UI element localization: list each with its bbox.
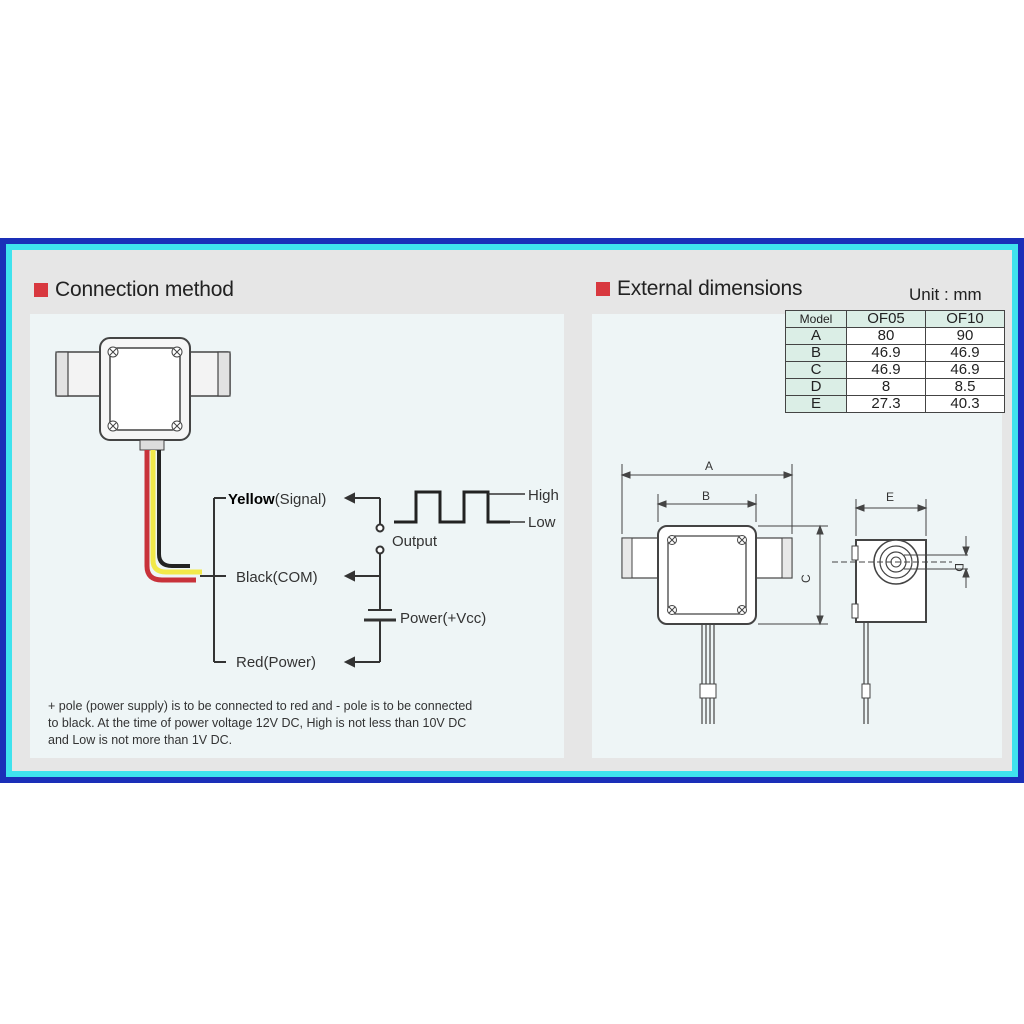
header-cell: OF10 [925,310,1005,328]
table-cell: 80 [846,327,926,345]
side-view [851,539,927,724]
yellow-signal-label: (Signal) [275,491,327,508]
table-cell: 46.9 [846,361,926,379]
table-row: C 46.9 46.9 [785,361,1005,379]
dimensions-table: Model OF05 OF10 A 80 90 B 46.9 46.9 [785,310,1005,413]
table-cell: 90 [925,327,1005,345]
dimensions-heading: External dimensions [596,277,802,301]
dimension-lines [620,464,828,626]
front-view [621,525,793,724]
cyan-border: Connection method [6,244,1018,777]
red-square-icon [34,283,48,297]
pulse-wave-icon [394,490,510,524]
dimensions-drawing: A B C [620,459,970,724]
output-label: Output [392,533,438,550]
note-line: to black. At the time of power voltage 1… [48,716,467,730]
table-cell: 8 [846,378,926,396]
row-label: B [785,344,847,362]
yellow-label: Yellow(Signal) [228,491,326,508]
wire-leads [200,497,226,663]
flow-sensor-icon [55,337,231,451]
note-line: and Low is not more than 1V DC. [48,733,233,747]
table-row: D 8 8.5 [785,378,1005,396]
table-cell: 8.5 [925,378,1005,396]
table-row: E 27.3 40.3 [785,395,1005,413]
dim-d-label: D [952,563,966,572]
connection-title: Connection method [55,278,234,301]
row-label: C [785,361,847,379]
dim-c-label: C [799,574,813,583]
power-label: Power(+Vcc) [400,610,486,627]
row-label: A [785,327,847,345]
dim-a-label: A [705,459,713,473]
black-label: Black(COM) [236,569,318,586]
table-cell: 46.9 [925,361,1005,379]
table-cell: 40.3 [925,395,1005,413]
connection-heading: Connection method [34,278,234,302]
row-label: D [785,378,847,396]
dimensions-title: External dimensions [617,277,803,300]
table-row: A 80 90 [785,327,1005,345]
red-square-icon [596,282,610,296]
table-cell: 46.9 [925,344,1005,362]
header-cell: Model [785,310,847,328]
red-label: Red(Power) [236,654,316,671]
output-circuit [343,492,396,668]
note-line: + pole (power supply) is to be connected… [48,699,473,713]
dim-b-label: B [702,489,710,503]
header-cell: OF05 [846,310,926,328]
table-cell: 46.9 [846,344,926,362]
side-dimension-lines [832,499,970,588]
row-label: E [785,395,847,413]
yellow-colored-label: Yellow [228,491,275,508]
low-label: Low [528,514,556,531]
high-label: High [528,487,559,504]
sensor-wires [144,450,202,583]
connection-note: + pole (power supply) is to be connected… [48,698,472,749]
outer-frame: Connection method [0,238,1024,783]
content-board: Connection method [12,250,1012,771]
unit-label: Unit : mm [909,285,982,304]
dim-e-label: E [886,490,894,504]
table-row: B 46.9 46.9 [785,344,1005,362]
table-cell: 27.3 [846,395,926,413]
connection-panel: Yellow(Signal) Black(COM) Red(Power) [30,314,564,758]
table-header-row: Model OF05 OF10 [785,310,1005,328]
connection-diagram: Yellow(Signal) Black(COM) Red(Power) [55,337,559,671]
